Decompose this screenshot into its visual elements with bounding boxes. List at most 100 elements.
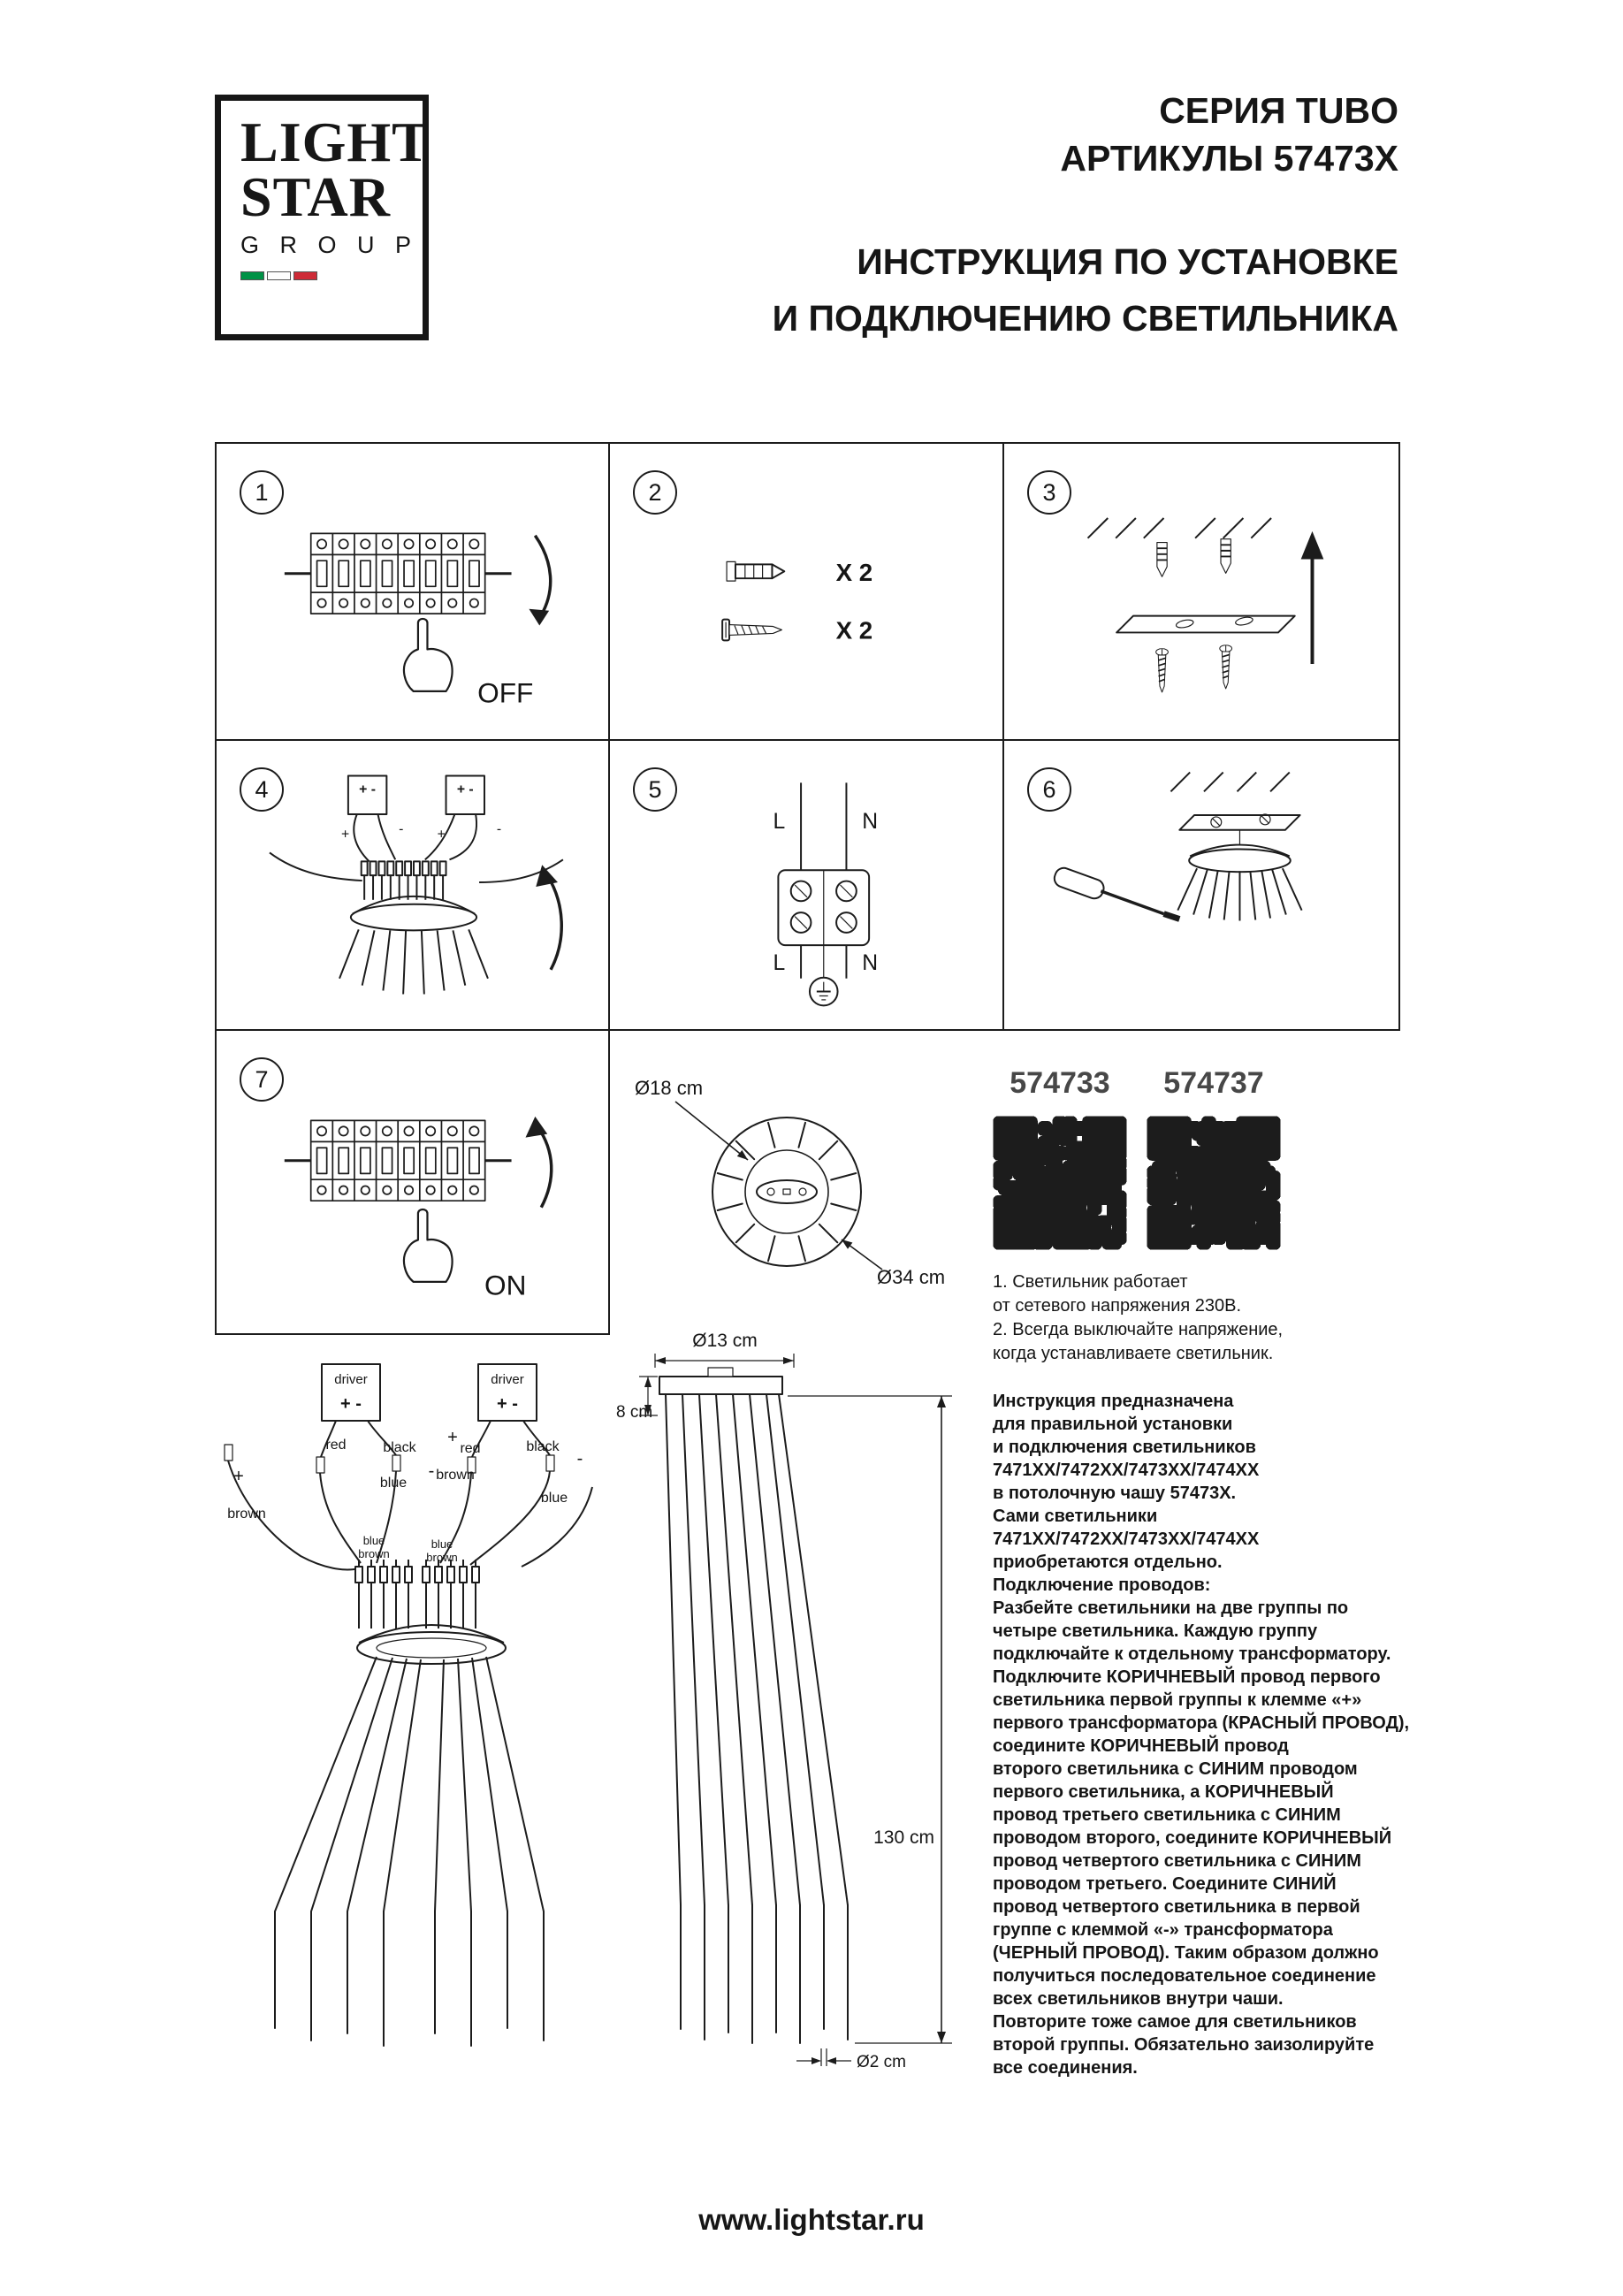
driver-pm-label: + - (497, 1394, 518, 1414)
tube-length-label: 130 cm (873, 1827, 934, 1848)
canopy-height-label: 8 cm (616, 1403, 652, 1422)
logo-star: STAR (240, 165, 391, 228)
outer-diameter-label: Ø34 cm (877, 1266, 945, 1288)
screw-icon (721, 618, 782, 642)
minus-mark: - (399, 822, 403, 837)
canopy-dome (358, 1624, 505, 1644)
qr-code-right (1147, 1116, 1281, 1250)
driver-box (321, 1363, 381, 1422)
line-label: L (773, 810, 786, 834)
pendant-dimension-drawing: Ø13 cm 8 cm 130 cm (616, 1331, 952, 2071)
step3-number: 3 (1027, 470, 1071, 515)
step7-number: 7 (240, 1057, 284, 1102)
screw-qty-label: X 2 (836, 616, 873, 644)
step4-cell: 4 + - + - + - + - (215, 739, 610, 1031)
minus-mark: - (577, 1449, 583, 1468)
brown-wire-label: brown (436, 1468, 475, 1483)
step6-diagram (1053, 771, 1303, 922)
wiring-diagram: driver + - driver + - red black + brown … (224, 1363, 593, 2047)
step7-number-label: 7 (255, 1065, 269, 1093)
canopy-diameter-label: Ø13 cm (692, 1331, 758, 1351)
article-left-label: 574733 (1010, 1066, 1110, 1100)
transformer2-pm-label: + - (457, 782, 474, 797)
step3-cell: 3 (1002, 442, 1400, 741)
rotate-up-arrow-icon (536, 1125, 553, 1209)
step6-number: 6 (1027, 767, 1071, 812)
step1-cell: 1 OFF (215, 442, 610, 741)
inner-circle (744, 1149, 829, 1234)
canopy (349, 903, 478, 932)
mounting-bracket-icon (1178, 813, 1301, 831)
ground-icon (808, 976, 839, 1007)
blue-wire-label: blue (431, 1537, 453, 1551)
center-plate (756, 1179, 818, 1204)
tubes (339, 929, 489, 995)
step6-cell: 6 (1002, 739, 1400, 1031)
installation-instructions-text: Инструкция предназначена для правильной … (993, 1392, 1410, 2078)
wires (269, 813, 564, 884)
plus-mark: + (341, 828, 349, 843)
driver-label: driver (491, 1372, 524, 1387)
instruction-title-line1: ИНСТРУКЦИЯ ПО УСТАНОВКЕ (857, 241, 1398, 282)
step2-diagram: X 2 X 2 (721, 559, 873, 644)
black-wire-label: black (383, 1440, 416, 1455)
line-label: L (773, 951, 786, 975)
step7-diagram: ON (284, 1116, 553, 1301)
off-label: OFF (477, 676, 533, 708)
step4-number-label: 4 (255, 775, 269, 803)
plus-mark: + (447, 1428, 458, 1447)
website-url: www.lightstar.ru (698, 2203, 925, 2236)
neutral-label: N (862, 951, 878, 975)
safety-notes: 1. Светильник работает от сетевого напря… (993, 1272, 1284, 1363)
dowel-icon (726, 561, 786, 582)
on-label: ON (484, 1270, 526, 1301)
step3-number-label: 3 (1042, 478, 1056, 506)
screwdriver-icon (1053, 866, 1181, 922)
breaker-panel-icon (284, 1118, 512, 1202)
ceiling-hatch-icon (1086, 517, 1272, 539)
pendant-tubes (680, 1904, 849, 2044)
mounting-bracket-icon (1116, 614, 1296, 634)
canopy (659, 1376, 783, 1395)
outer-circle (712, 1117, 862, 1267)
plus-mark: + (233, 1467, 244, 1486)
qr-code-left (993, 1116, 1127, 1250)
inner-diameter-label: Ø18 cm (635, 1077, 703, 1099)
step6-number-label: 6 (1042, 775, 1056, 803)
rotate-up-arrow-icon (545, 874, 563, 971)
tube-diameter-label: Ø2 cm (857, 2053, 906, 2071)
black-wire-label: black (526, 1439, 560, 1454)
dowel-icon (1220, 538, 1232, 575)
tube-wires (665, 1393, 849, 1906)
pendant-tubes (274, 1911, 545, 2047)
ceiling-hatch-icon (1170, 771, 1291, 792)
breaker-panel-icon (284, 531, 512, 615)
driver-pm-label: + - (340, 1394, 362, 1414)
blue-wire-label: blue (363, 1534, 385, 1547)
screw-icon (1154, 648, 1170, 693)
hand-icon (402, 617, 453, 692)
dowel-icon (1155, 541, 1169, 578)
blue-wire-label: blue (380, 1476, 407, 1491)
minus-mark: - (497, 822, 501, 837)
canopy (1188, 848, 1292, 873)
transformer-box (445, 774, 485, 815)
step5-diagram: L N L N (773, 782, 878, 1007)
step3-diagram (1086, 517, 1324, 693)
transformer-box (347, 774, 388, 815)
red-wire-label: red (460, 1441, 480, 1456)
step1-number: 1 (240, 470, 284, 515)
step2-number: 2 (633, 470, 677, 515)
connector-cluster (360, 860, 447, 900)
step4-diagram: + - + - + - + - (269, 774, 564, 995)
step4-number: 4 (240, 767, 284, 812)
neutral-label: N (862, 810, 878, 834)
brown-wire-label: brown (426, 1551, 457, 1564)
plus-mark: + (438, 828, 446, 843)
canopy-top-view-diagram: Ø18 cm Ø34 cm (635, 1077, 945, 1288)
transformer1-pm-label: + - (359, 782, 376, 797)
driver-box (477, 1363, 537, 1422)
italy-flag-icon (240, 271, 423, 280)
wires (224, 1420, 593, 1571)
